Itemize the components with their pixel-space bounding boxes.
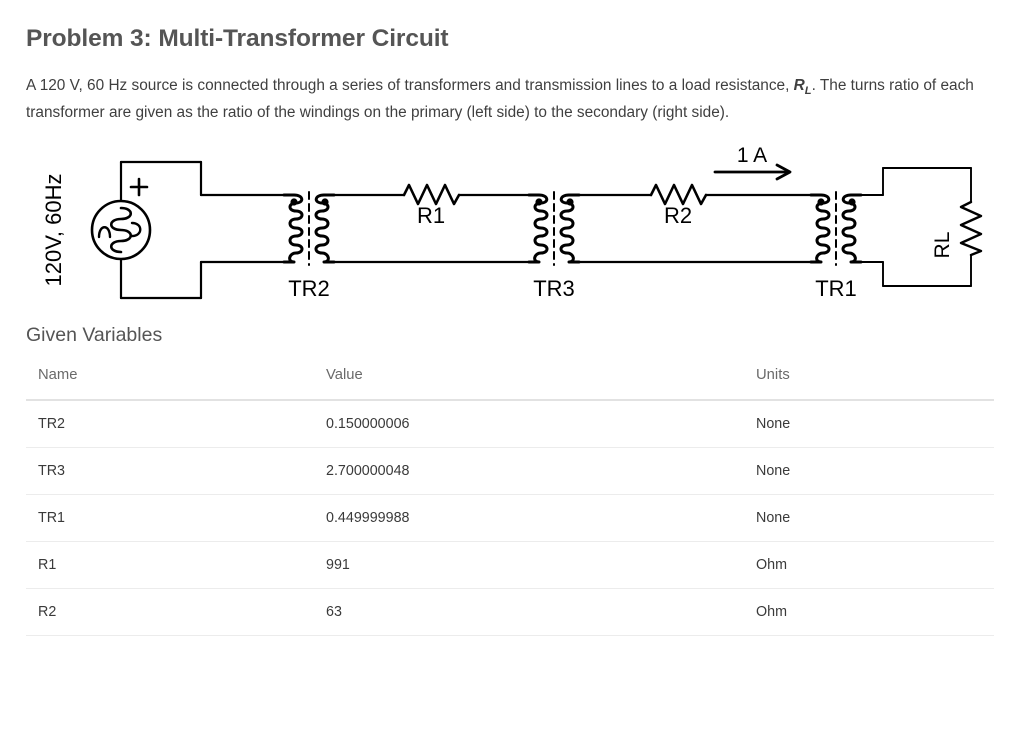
transformer-tr1-label: TR1: [815, 276, 857, 301]
column-header-value: Value: [314, 367, 744, 402]
cell-value: 0.150000006: [314, 400, 744, 449]
cell-name: R1: [26, 541, 314, 590]
circuit-schematic-svg: 120V, 60Hz R1 R2 RL 1 A TR2 TR3 TR1: [41, 144, 983, 301]
load-resistance-subscript: L: [804, 85, 812, 98]
resistor-r1-label: R1: [417, 203, 445, 228]
current-arrow-icon: [713, 163, 792, 181]
load-resistance-symbol: RL: [793, 77, 812, 98]
cell-name: TR2: [26, 400, 314, 449]
table-row: TR2 0.150000006 None: [26, 400, 994, 449]
cell-value: 2.700000048: [314, 447, 744, 496]
column-header-name: Name: [26, 367, 314, 402]
cell-units: None: [744, 447, 994, 496]
load-loop-wires: [860, 167, 983, 288]
circuit-diagram: 120V, 60Hz R1 R2 RL 1 A TR2 TR3 TR1: [26, 140, 1006, 310]
cell-units: None: [744, 400, 994, 449]
table-header: Name Value Units: [26, 367, 994, 402]
cell-name: TR3: [26, 447, 314, 496]
polarity-dot: [290, 198, 298, 206]
table-row: R1 991 Ohm: [26, 541, 994, 590]
resistor-r1-symbol: [402, 184, 461, 206]
sine-wave-icon-extra2: [130, 222, 142, 238]
wire-tr3-to-tr1-top: [577, 184, 813, 206]
table-body: TR2 0.150000006 None TR3 2.700000048 Non…: [26, 400, 994, 637]
transformer-tr1: [809, 191, 863, 267]
load-resistance-letter: R: [793, 77, 805, 95]
transformer-tr3: [527, 191, 581, 267]
resistor-r2-label: R2: [664, 203, 692, 228]
transformer-tr2: [282, 191, 336, 267]
wire-tr2-to-tr3-top: [332, 184, 531, 206]
sine-wave-icon-extra: [97, 226, 112, 239]
polarity-dot: [321, 198, 329, 206]
cell-value: 63: [314, 588, 744, 637]
cell-value: 0.449999988: [314, 494, 744, 543]
current-annotation-label: 1 A: [737, 144, 767, 167]
page-title: Problem 3: Multi-Transformer Circuit: [26, 25, 449, 52]
cell-units: None: [744, 494, 994, 543]
problem-description: A 120 V, 60 Hz source is connected throu…: [26, 53, 998, 126]
polarity-dot: [817, 198, 825, 206]
description-text-part1: A 120 V, 60 Hz source is connected throu…: [26, 77, 794, 95]
sine-wave-icon: [110, 207, 132, 254]
cell-name: R2: [26, 588, 314, 637]
polarity-dot: [566, 198, 574, 206]
cell-value: 991: [314, 541, 744, 590]
given-variables-title: Given Variables: [26, 324, 163, 347]
column-header-units: Units: [744, 367, 994, 402]
resistor-rl-label: RL: [931, 232, 954, 259]
cell-name: TR1: [26, 494, 314, 543]
table-row: TR3 2.700000048 None: [26, 447, 994, 496]
cell-units: Ohm: [744, 541, 994, 590]
source-polarity-plus-icon: [129, 178, 149, 197]
transformer-tr2-label: TR2: [288, 276, 330, 301]
resistor-rl-symbol: [959, 201, 983, 257]
source-label: 120V, 60Hz: [41, 174, 66, 287]
transformer-tr3-label: TR3: [533, 276, 575, 301]
polarity-dot: [535, 198, 543, 206]
resistor-r2-symbol: [649, 184, 708, 206]
table-row: R2 63 Ohm: [26, 588, 994, 637]
table-header-row: Name Value Units: [26, 367, 994, 402]
polarity-dot: [848, 198, 856, 206]
description-text-part2: . The turns ratio of each transformer ar…: [26, 77, 974, 122]
table-row: TR1 0.449999988 None: [26, 494, 994, 543]
given-variables-table: Name Value Units TR2 0.150000006 None TR…: [26, 367, 994, 637]
cell-units: Ohm: [744, 588, 994, 637]
